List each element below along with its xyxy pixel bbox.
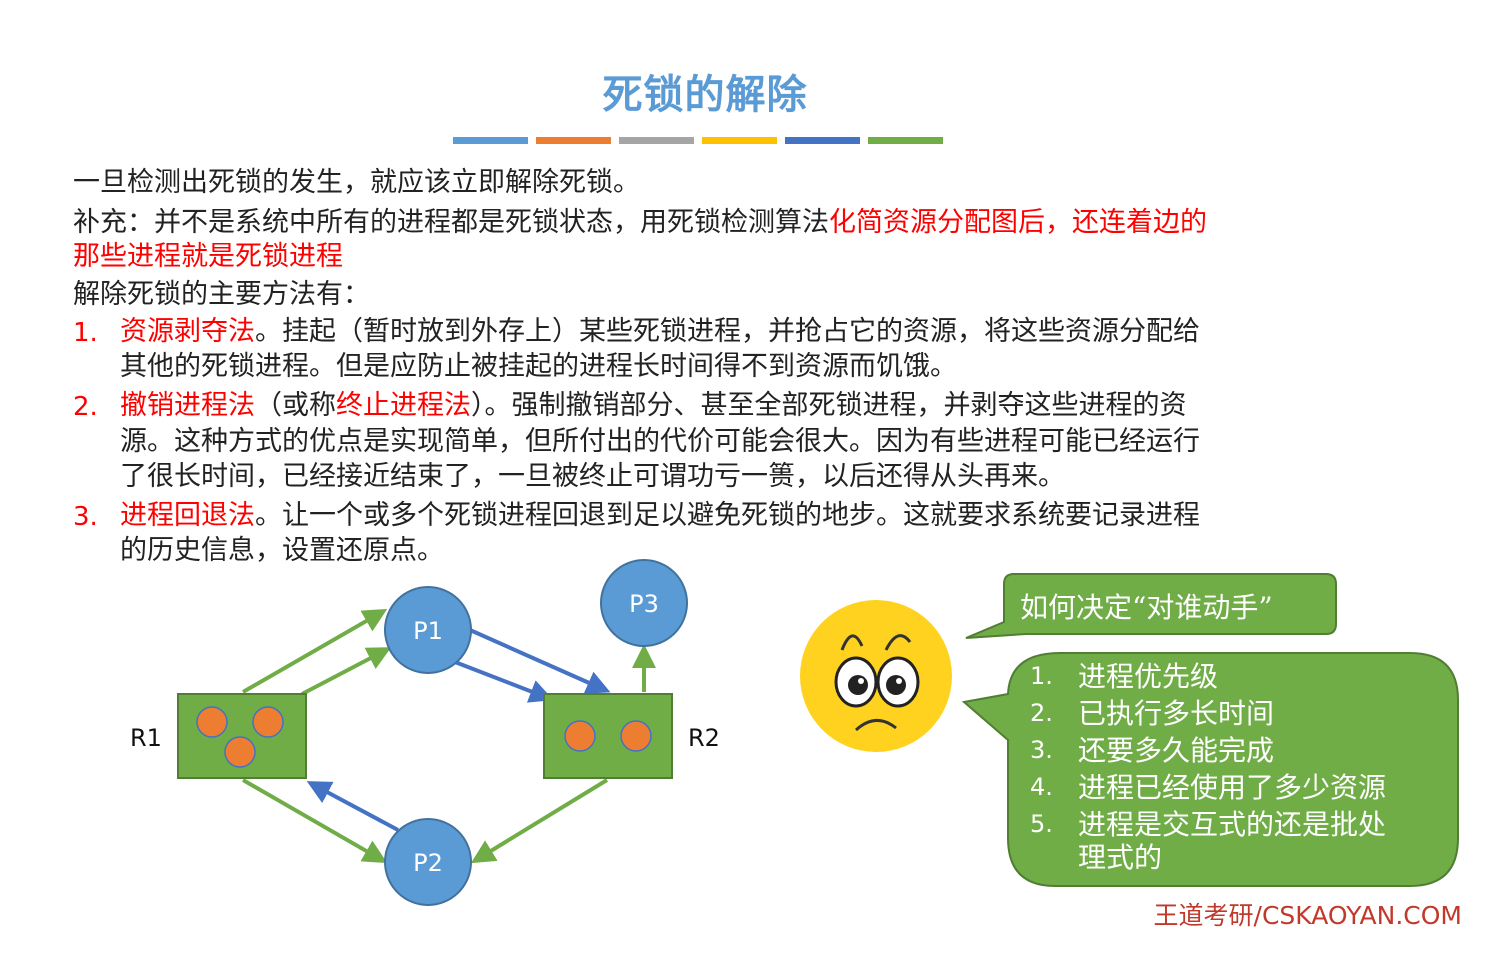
resource-token bbox=[252, 706, 284, 738]
list-item-text: 进程已经使用了多少资源 bbox=[1078, 771, 1387, 804]
method-2-desc: ）。强制撤销部分、甚至全部死锁进程，并剥夺这些进程的资 bbox=[471, 390, 1187, 421]
list-item-number: 5. bbox=[1030, 810, 1053, 838]
resource-token bbox=[196, 706, 228, 738]
list-item: 4. 进程已经使用了多少资源 bbox=[1030, 769, 1450, 806]
criteria-list: 1. 进程优先级 2. 已执行多长时间 3. 还要多久能完成 4. 进程已经使用了多少资… bbox=[1030, 658, 1450, 876]
method-number: 2. bbox=[73, 392, 98, 422]
method-number: 3. bbox=[73, 502, 98, 532]
list-item-number: 2. bbox=[1030, 699, 1053, 727]
method-1-line-2: 其他的死锁进程。但是应防止被挂起的进程长时间得不到资源而饥饿。 bbox=[120, 351, 957, 382]
method-number: 1. bbox=[73, 318, 98, 348]
assign-edge-r2-p2 bbox=[470, 778, 609, 864]
method-1-line-1: 资源剥夺法。挂起（暂时放到外存上）某些死锁进程，并抢占它的资源，将这些资源分配给 bbox=[120, 315, 1200, 349]
list-item-text: 理式的 bbox=[1078, 841, 1163, 874]
request-edge-p2-r1 bbox=[306, 781, 399, 832]
method-3-desc: 。让一个或多个死锁进程回退到足以避免死锁的地步。这就要求系统要记录进程 bbox=[255, 500, 1200, 531]
list-item-number: 4. bbox=[1030, 773, 1053, 801]
footer-watermark: 王道考研/CSKAOYAN.COM bbox=[1153, 901, 1462, 930]
color-bar bbox=[619, 137, 694, 144]
method-3-line-1: 进程回退法。让一个或多个死锁进程回退到足以避免死锁的地步。这就要求系统要记录进程 bbox=[120, 499, 1200, 533]
process-p1 bbox=[384, 586, 472, 674]
process-p3 bbox=[600, 559, 688, 647]
supplement-text: 补充：并不是系统中所有的进程都是死锁状态，用死锁检测算法 bbox=[73, 207, 829, 238]
bubble-question-text: 如何决定“对谁动手” bbox=[1020, 591, 1273, 624]
method-2-name: 撤销进程法 bbox=[120, 390, 255, 421]
request-edge-p1-r2 bbox=[454, 660, 554, 703]
method-3-name: 进程回退法 bbox=[120, 500, 255, 531]
r1-label: R1 bbox=[130, 724, 162, 752]
method-2-line-1: 撤销进程法（或称终止进程法）。强制撤销部分、甚至全部死锁进程，并剥夺这些进程的资 bbox=[120, 389, 1187, 423]
color-bar bbox=[868, 137, 943, 144]
assign-edge-r1-p1 bbox=[301, 647, 392, 696]
assign-edge-r1-p1 bbox=[242, 609, 388, 694]
color-bar bbox=[785, 137, 860, 144]
resource-token bbox=[620, 720, 652, 752]
p2-label: P2 bbox=[413, 849, 443, 877]
method-1-desc: 。挂起（暂时放到外存上）某些死锁进程，并抢占它的资源，将这些资源分配给 bbox=[255, 316, 1200, 347]
assign-edge-r1-p2 bbox=[242, 778, 388, 863]
speech-bubble-criteria bbox=[961, 652, 1459, 887]
list-item: 5. 进程是交互式的还是批处 bbox=[1030, 806, 1450, 843]
resource-token bbox=[564, 720, 596, 752]
list-item-continuation: 理式的 bbox=[1030, 839, 1450, 876]
color-bar bbox=[702, 137, 777, 144]
list-item-text: 还要多久能完成 bbox=[1078, 734, 1275, 767]
title-color-bars bbox=[453, 137, 943, 144]
method-2-paren: （或称 bbox=[255, 390, 336, 421]
speech-bubble-question bbox=[965, 573, 1337, 639]
request-edge-p1-r2 bbox=[469, 628, 611, 694]
list-item-text: 进程是交互式的还是批处 bbox=[1078, 808, 1387, 841]
color-bar bbox=[536, 137, 611, 144]
color-bar bbox=[453, 137, 528, 144]
worried-face-icon bbox=[800, 600, 952, 752]
list-item-text: 进程优先级 bbox=[1078, 660, 1219, 693]
list-item: 2. 已执行多长时间 bbox=[1030, 695, 1450, 732]
list-item-text: 已执行多长时间 bbox=[1078, 697, 1275, 730]
page-title: 死锁的解除 bbox=[602, 72, 808, 118]
list-item: 1. 进程优先级 bbox=[1030, 658, 1450, 695]
method-1-name: 资源剥夺法 bbox=[120, 316, 255, 347]
supplement-highlight: 化简资源分配图后，还连着边的 bbox=[829, 207, 1207, 238]
method-2-line-3: 了很长时间，已经接近结束了，一旦被终止可谓功亏一篑，以后还得从头再来。 bbox=[120, 461, 1065, 492]
methods-intro: 解除死锁的主要方法有： bbox=[73, 279, 370, 310]
method-2-line-2: 源。这种方式的优点是实现简单，但所付出的代价可能会很大。因为有些进程可能已经运行 bbox=[120, 426, 1200, 457]
list-item-number: 1. bbox=[1030, 662, 1053, 690]
supplement-line: 补充：并不是系统中所有的进程都是死锁状态，用死锁检测算法化简资源分配图后，还连着… bbox=[73, 206, 1207, 240]
resource-token bbox=[224, 736, 256, 768]
r2-label: R2 bbox=[688, 724, 720, 752]
p1-label: P1 bbox=[413, 617, 443, 645]
list-item-number: 3. bbox=[1030, 736, 1053, 764]
method-3-line-2: 的历史信息，设置还原点。 bbox=[120, 535, 444, 566]
method-2-alt-name: 终止进程法 bbox=[336, 390, 471, 421]
list-item: 3. 还要多久能完成 bbox=[1030, 732, 1450, 769]
intro-line: 一旦检测出死锁的发生，就应该立即解除死锁。 bbox=[73, 167, 640, 198]
p3-label: P3 bbox=[629, 590, 659, 618]
supplement-highlight-cont: 那些进程就是死锁进程 bbox=[73, 241, 343, 272]
process-p2 bbox=[384, 818, 472, 906]
resource-r2 bbox=[543, 693, 673, 779]
